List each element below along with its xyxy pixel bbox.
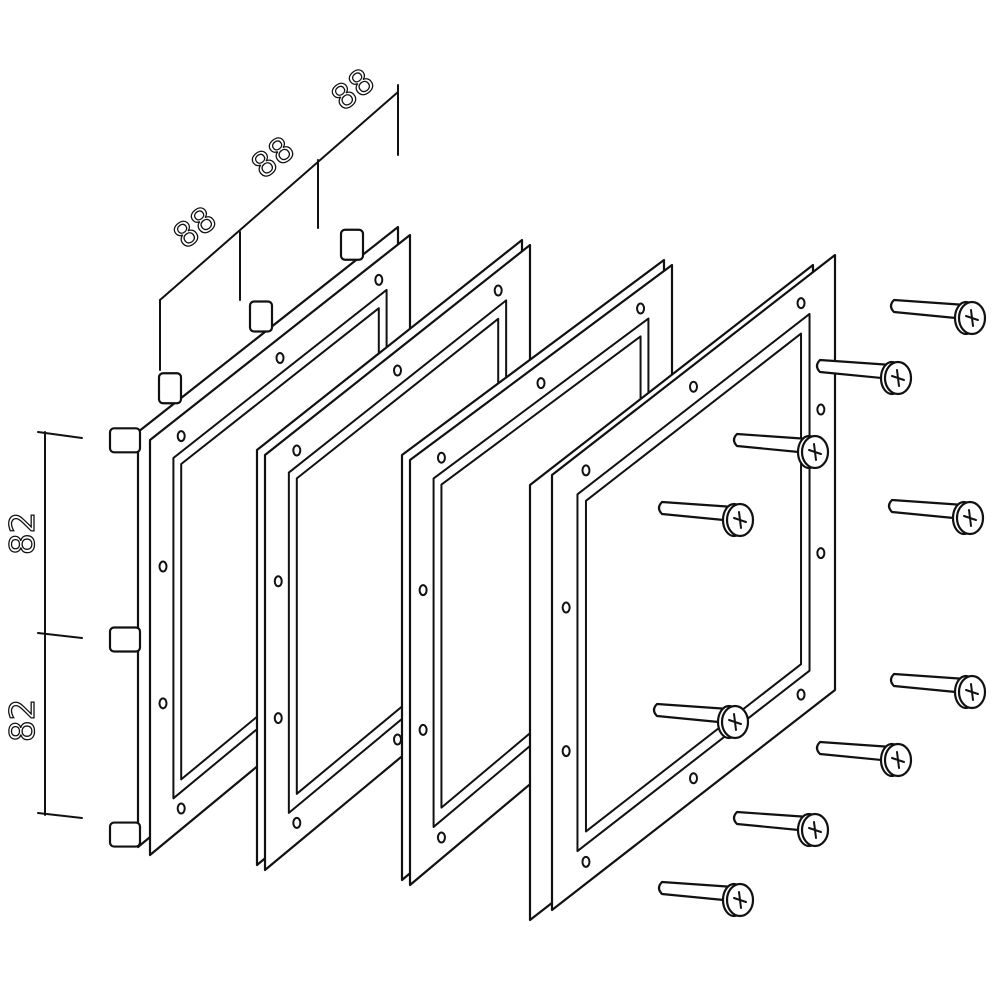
screw-hole (393, 364, 402, 377)
screw-hole (273, 575, 283, 588)
phillips-cross-icon (733, 891, 747, 909)
screw-3 (732, 432, 830, 470)
frame-opening-edge (576, 312, 811, 853)
frame-2 (255, 238, 532, 872)
extension-line (37, 431, 83, 439)
screw-hole (436, 831, 446, 844)
screw-hole (493, 284, 503, 297)
phillips-cross-icon (808, 821, 822, 839)
phillips-cross-icon (963, 509, 977, 527)
mounting-lug (108, 821, 142, 848)
screw-hole (158, 560, 168, 573)
phillips-cross-icon (891, 369, 905, 387)
extension-line (37, 812, 83, 819)
phillips-cross-icon (891, 751, 905, 769)
screw-shaft (889, 298, 968, 321)
depth-label-2: 88 (244, 129, 303, 187)
screw-5 (887, 498, 985, 536)
screw-hole (561, 745, 571, 758)
mounting-lug (108, 427, 142, 454)
screw-hole (292, 816, 302, 829)
phillips-cross-icon (733, 511, 747, 529)
screw-shaft (815, 740, 894, 763)
frame-opening-inner (584, 332, 803, 833)
screw-hole (796, 688, 806, 701)
screw-hole (796, 297, 806, 310)
screw-hole (176, 802, 186, 815)
screw-hole (689, 380, 698, 393)
screw-hole (436, 451, 446, 464)
height-label-2: 82 (3, 699, 43, 742)
height-label-1: 82 (3, 512, 43, 555)
screw-shaft (732, 432, 811, 455)
extension-line (37, 632, 83, 639)
depth-label-3: 88 (324, 61, 383, 119)
screw-shaft (815, 358, 894, 381)
phillips-cross-icon (728, 713, 742, 731)
screw-1 (889, 298, 987, 336)
mounting-lug (157, 372, 183, 405)
frame-face (550, 253, 837, 912)
screw-4 (657, 500, 755, 538)
mounting-lug (339, 228, 365, 261)
screw-hole (636, 302, 646, 315)
screw-shaft (887, 498, 966, 521)
screw-hole (581, 855, 591, 868)
screw-hole (561, 601, 571, 614)
depth-dimension-line (159, 91, 399, 301)
screw-hole (374, 273, 384, 286)
screw-hole (418, 584, 428, 597)
screw-hole (536, 377, 546, 390)
screw-hole (273, 712, 283, 725)
frame-4 (528, 253, 837, 922)
phillips-cross-icon (965, 683, 979, 701)
screw-9 (657, 880, 755, 918)
screw-shaft (732, 810, 811, 833)
screw-2 (815, 358, 913, 396)
screw-hole (158, 697, 168, 710)
screw-7 (815, 740, 913, 778)
mounting-lug (248, 300, 274, 333)
screw-shaft (657, 500, 736, 523)
screw-hole (816, 403, 826, 416)
screw-hole (176, 430, 186, 443)
screw-hole (816, 547, 826, 560)
screw-hole (689, 772, 698, 785)
screw-hole (292, 444, 302, 457)
screw-shaft (652, 702, 731, 725)
screw-6 (889, 672, 987, 710)
screw-hole (581, 464, 591, 477)
phillips-cross-icon (965, 309, 979, 327)
screw-8 (732, 810, 830, 848)
screw-10 (652, 702, 750, 740)
screw-hole (418, 723, 428, 736)
screw-shaft (657, 880, 736, 903)
depth-label-1: 88 (166, 199, 225, 257)
screw-shaft (889, 672, 968, 695)
mounting-lug (108, 626, 142, 653)
screw-hole (275, 352, 285, 364)
phillips-cross-icon (808, 443, 822, 461)
